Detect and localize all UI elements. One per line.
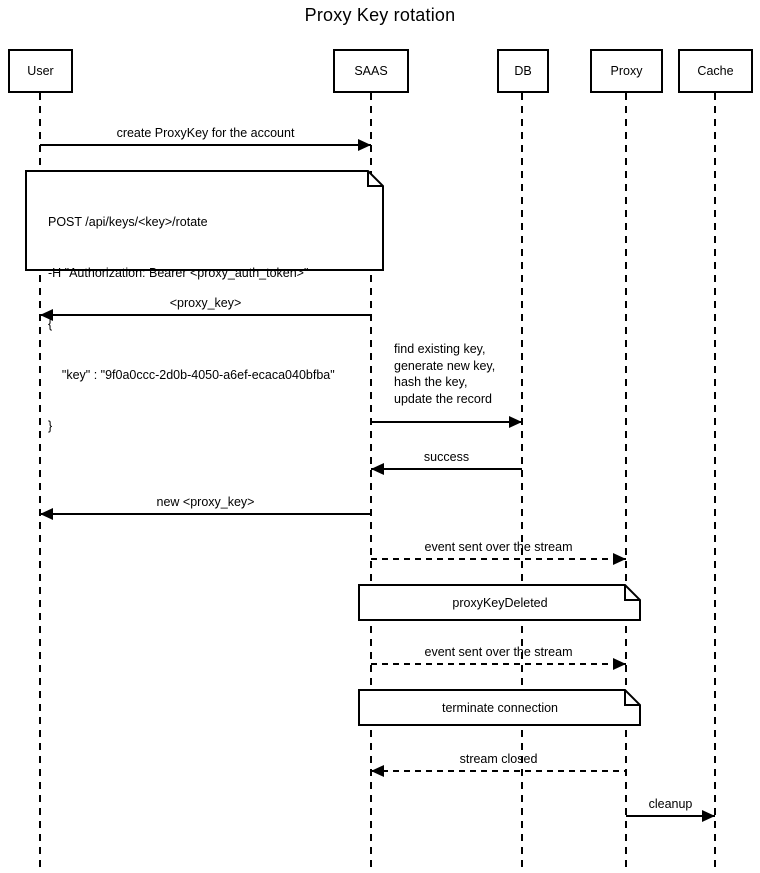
actor-box-user: User [8,49,73,93]
note-label: terminate connection [441,701,559,715]
message-line [371,558,626,560]
message-label-line: hash the key, [394,375,468,389]
actor-label-saas: SAAS [354,64,388,78]
message-label: cleanup [648,797,693,811]
arrowhead-right-icon [509,416,522,428]
message-label-line: update the record [394,391,492,406]
actor-box-cache: Cache [678,49,753,93]
message-line [371,770,626,772]
message-line [371,468,522,470]
message-label-line: find existing key, [394,342,486,356]
note-http-request-text: POST /api/keys/<key>/rotate -H "Authoriz… [48,180,375,469]
message-label-line: generate new key, [394,358,496,373]
arrowhead-left-icon [40,309,53,321]
actor-label-db: DB [514,64,532,78]
note-shape [358,584,641,621]
note-line: -H "Authorization: Bearer <proxy_auth_to… [48,266,309,280]
note-shape [358,689,641,726]
message-label: success [423,450,470,464]
message-line [626,815,715,817]
note-label: proxyKeyDeleted [452,596,548,610]
note-http-request: POST /api/keys/<key>/rotate -H "Authoriz… [25,170,385,433]
actor-label-cache: Cache [697,64,734,78]
lifeline-proxy [625,93,627,873]
arrowhead-left-icon [40,508,53,520]
message-label: new <proxy_key> [156,495,255,509]
note-shape [25,170,384,271]
message-label: create ProxyKey for the account [116,126,295,140]
lifeline-cache [714,93,716,873]
message-label: <proxy_key> [169,296,242,310]
note-line: } [48,419,53,433]
arrowhead-right-icon [613,658,626,670]
note-proxykey-deleted: proxyKeyDeleted [358,584,642,622]
actor-box-saas: SAAS [333,49,409,93]
arrowhead-right-icon [613,553,626,565]
lifeline-db [521,93,523,873]
message-label: event sent over the stream [424,540,573,554]
actor-label-user: User [27,64,54,78]
message-line [40,314,371,316]
lifeline-saas [370,93,372,873]
message-label: event sent over the stream [424,645,573,659]
message-line [371,421,522,423]
message-label: find existing key, generate new key, has… [394,341,495,407]
note-line: { [48,317,53,331]
actor-box-proxy: Proxy [590,49,663,93]
note-line: POST /api/keys/<key>/rotate [48,215,208,229]
message-label: stream closed [459,752,538,766]
arrowhead-right-icon [702,810,715,822]
note-terminate-connection: terminate connection [358,689,642,727]
diagram-title: Proxy Key rotation [304,5,456,25]
message-line [371,663,626,665]
lifeline-user [39,93,41,873]
message-line [40,144,371,146]
arrowhead-left-icon [371,463,384,475]
note-line: "key" : "9f0a0ccc-2d0b-4050-a6ef-ecaca04… [48,368,335,382]
actor-label-proxy: Proxy [610,64,643,78]
arrowhead-right-icon [358,139,371,151]
arrowhead-left-icon [371,765,384,777]
actor-box-db: DB [497,49,549,93]
message-line [40,513,371,515]
